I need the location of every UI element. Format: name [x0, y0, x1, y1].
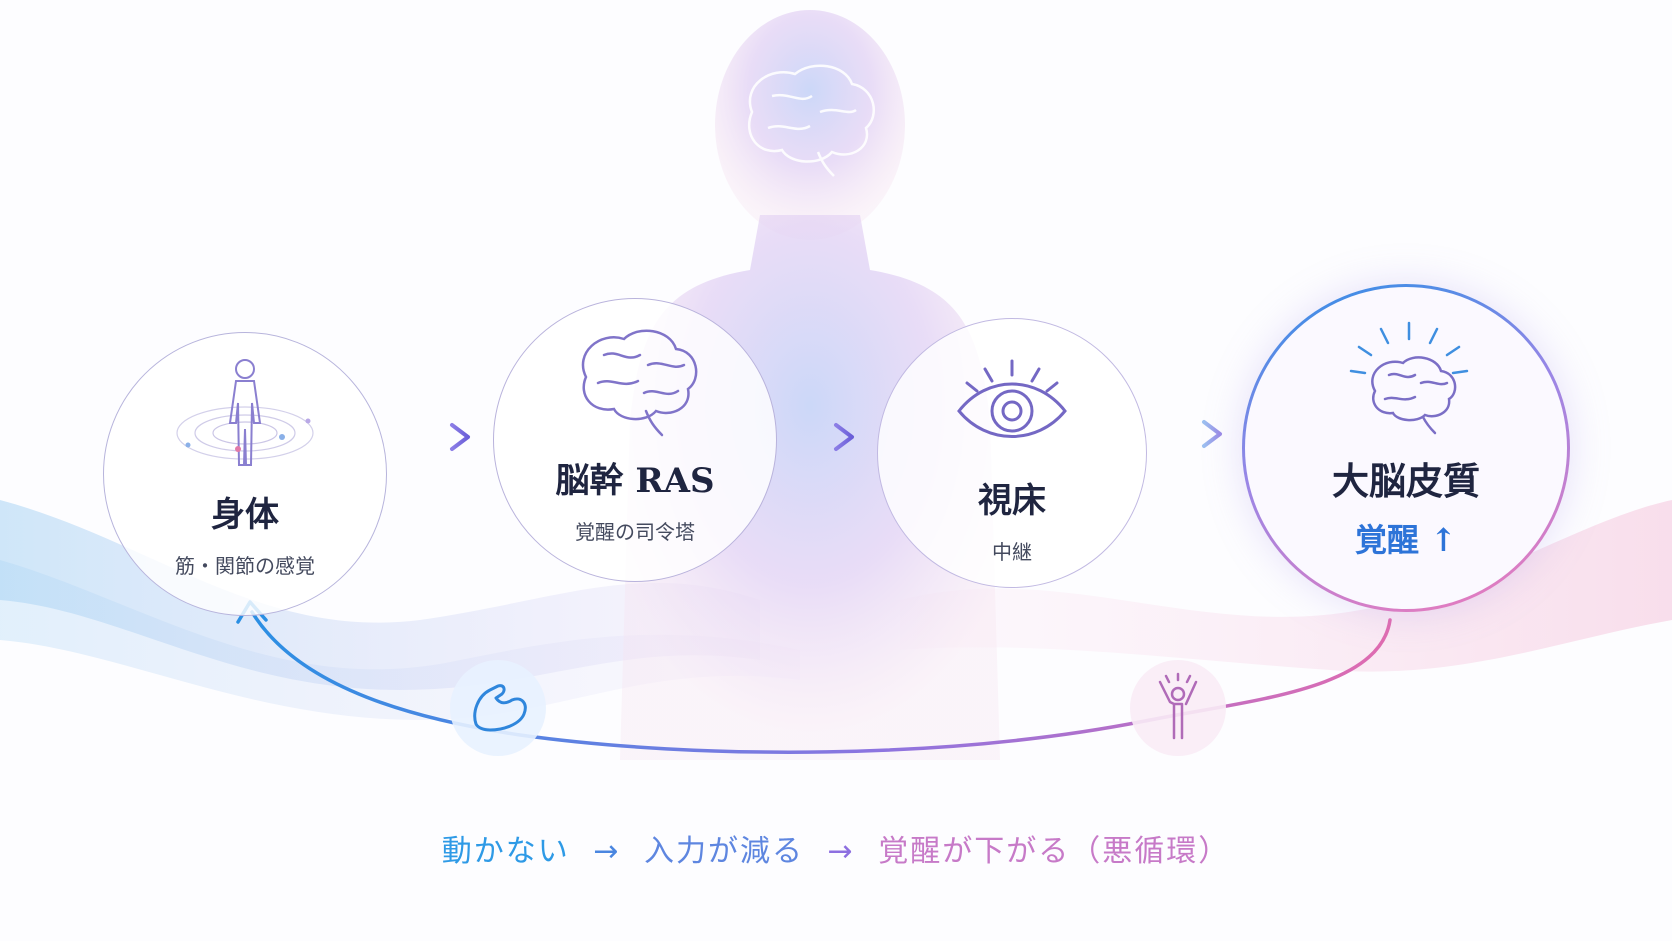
- node-subtitle: 覚醒の司令塔: [575, 520, 695, 544]
- node-title: 脳幹 RAS: [555, 461, 715, 501]
- node-brainstem-ras: 脳幹 RAS 覚醒の司令塔: [493, 298, 777, 582]
- silhouette-brain-icon: [747, 64, 875, 177]
- wave-right: [900, 500, 1672, 672]
- badge-muscle: [450, 660, 546, 756]
- person-raising-arms-icon: [1158, 672, 1198, 740]
- muscle-arm-icon: [473, 684, 527, 732]
- caption-part-arousal-decrease: 覚醒が下がる（悪循環）: [878, 834, 1231, 869]
- node-title: 身体: [211, 495, 279, 535]
- body-sensation-icon: [176, 359, 314, 466]
- arrow-thalamus-to-cortex: [1163, 420, 1222, 448]
- node-subtitle: 中継: [992, 540, 1032, 564]
- node-body: 身体 筋・関節の感覚: [103, 332, 387, 616]
- arrow-body-to-ras: [410, 423, 470, 451]
- arousal-up-label: 覚醒 ↑: [1355, 521, 1457, 559]
- node-thalamus: 視床 中継: [877, 318, 1147, 588]
- node-title: 大脳皮質: [1332, 459, 1480, 503]
- caption-part-input-decrease: 入力が減る: [644, 834, 804, 869]
- glowing-brain-icon: [1349, 321, 1469, 435]
- node-cerebral-cortex: 大脳皮質 覚醒 ↑: [1242, 284, 1570, 612]
- feedback-loop-arrow: [250, 610, 1392, 754]
- node-subtitle: 筋・関節の感覚: [175, 554, 315, 578]
- arrow-ras-to-thalamus: [793, 423, 854, 451]
- wave-left-2: [0, 560, 800, 720]
- caption-arrow-2: →: [827, 834, 855, 869]
- caption-arrow-1: →: [593, 834, 621, 869]
- cycle-caption: 動かない → 入力が減る → 覚醒が下がる（悪循環）: [0, 826, 1672, 870]
- badge-person: [1130, 660, 1226, 756]
- node-title: 視床: [978, 481, 1046, 521]
- brain-icon: [581, 329, 698, 437]
- eye-icon: [957, 359, 1067, 438]
- caption-part-inactive: 動かない: [441, 834, 570, 869]
